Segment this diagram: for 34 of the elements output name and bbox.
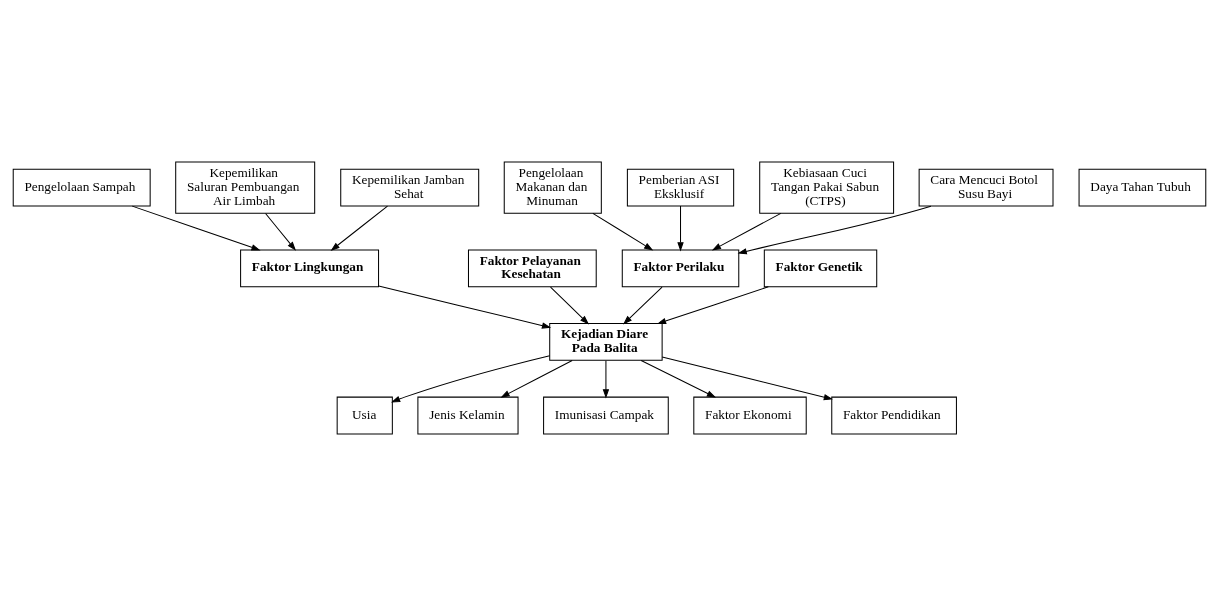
node-box: Pengelolaan Makanan dan Minuman [503,161,602,214]
node-box: Faktor Pendidikan [831,396,957,434]
node-box: Cara Mencuci Botol Susu Bayi [918,168,1054,207]
arrow [661,355,833,400]
node-box: Faktor Lingkungan [240,248,380,287]
arrow [131,205,261,250]
node-box: Jenis Kelamin [417,396,519,434]
node-box: Pengelolaan Sampah [12,168,151,207]
node-box: Kebiasaan Cuci Tangan Pakai Sabun (CTPS) [759,161,895,214]
node-box: Faktor Pelayanan Kesehatan [467,248,597,287]
arrow [592,212,654,251]
node-box: Faktor Perilaku [621,248,740,287]
node-box: Faktor Ekonomi [693,396,807,434]
arrow [330,205,388,251]
arrow [711,212,782,250]
arrow [602,359,610,399]
arrow [737,205,932,254]
arrow [656,285,769,324]
arrow [378,285,552,329]
node-box: Kepemilikan Jamban Sehat [340,168,480,207]
arrow [640,359,716,398]
node-box: Imunisasi Campak [543,396,669,434]
arrow [265,212,296,251]
arrow [500,359,573,398]
arrow [623,286,663,324]
node-box: Daya Tahan Tubuh [1078,168,1207,207]
node-box: Faktor Genetik [763,248,878,287]
arrow [550,286,590,325]
node-box: Kejadian Diare Pada Balita [549,322,663,361]
node-box: Kepemilikan Saluran Pembuangan Air Limbah [175,161,316,214]
node-box: Pemberian ASI Eksklusif [626,168,735,207]
arrow [391,354,551,402]
arrow [677,205,684,251]
node-box: Usia [336,396,393,434]
